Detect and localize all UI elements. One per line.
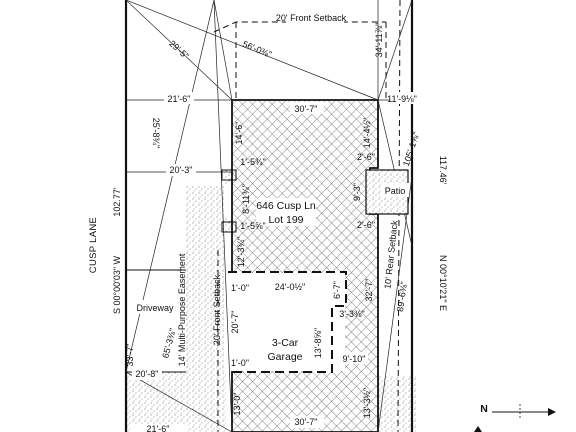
patio-label: Patio [385,186,406,196]
dim-8-11: 8'-11¾" [241,184,251,214]
lot-width-street: 102.77' [112,187,122,217]
dim-32-7: 32'-7" [364,279,374,302]
dim-20-7: 20'-7" [230,311,240,334]
dim-65-3: 65'-3⅜" [160,327,178,359]
dim-30-7-top: 30'-7" [295,104,318,114]
dim-9-10: 9'-10" [343,354,366,364]
house-footprint [231,99,379,432]
dim-20-3: 20'-3" [170,165,193,175]
lot-depth-east: 117.46' [438,156,448,185]
dim-21-6-top: 21'-6" [168,94,191,104]
dim-9-3: 9'-3" [352,183,362,201]
dim-3-3: 3'-3⅜" [339,309,364,319]
dim-21-6-bot: 21'-6" [147,424,170,432]
front-setback-top: 20' Front Setback [276,13,347,23]
dim-89-6: 89'-6⅜" [395,281,409,313]
dim-1-5a: 1'-5¾" [240,157,265,167]
dim-1-0b: 1'-0" [231,358,249,368]
dim-14-4: 14'-4½" [362,118,372,148]
dim-1-5b: 1'-5⅝" [240,221,265,231]
address-line1: 646 Cusp Ln [256,200,316,212]
dim-24-0: 24'-0½" [275,282,305,292]
dim-105-1: 105'-1⅝" [401,131,421,168]
north-label: N [480,403,488,415]
dim-12-3: 12'-3¾" [236,237,246,267]
dim-56-0: 56'-0⅜" [241,39,273,60]
garage-line2: Garage [267,351,302,363]
dim-14-6: 14'-6" [234,122,244,145]
dim-33-7: 33'-7" [125,344,135,367]
dim-11-9: 11'-9⅛" [387,94,417,104]
dim-20-8: 20'-8" [136,369,159,379]
front-setback-side: 20' Front Setback [212,274,222,345]
driveway-label: Driveway [136,303,174,313]
dim-13-0: 13'-0" [232,393,242,416]
dim-6-7: 6'-7" [332,281,342,299]
dim-2-6b: 2'-6" [357,220,375,230]
easement-label: 14' Multi-Purpose Easement [177,253,187,366]
garage-line1: 3-Car [272,337,299,349]
concrete-areas [126,170,416,432]
bearing-east: N 00°10'21" E [438,255,448,311]
dim-1-0a: 1'-0" [231,283,249,293]
lot-boundary [124,0,414,432]
bearing-west: S 00°00'03" W [112,255,122,314]
address-line2: Lot 199 [268,214,303,226]
dim-25-8: 25'-8¾" [151,118,161,148]
north-arrow-icon [474,404,556,432]
street-name: CUSP LANE [88,217,99,273]
dim-13-3: 13'-3½" [362,388,372,418]
dim-30-7-bot: 30'-7" [295,417,318,427]
dim-13-8: 13'-8⅝" [313,328,323,358]
dim-2-6a: 2'-6" [357,152,375,162]
rear-setback: 10' Rear Setback [382,219,399,289]
dim-34-11: 34'-11⅞" [374,23,384,58]
